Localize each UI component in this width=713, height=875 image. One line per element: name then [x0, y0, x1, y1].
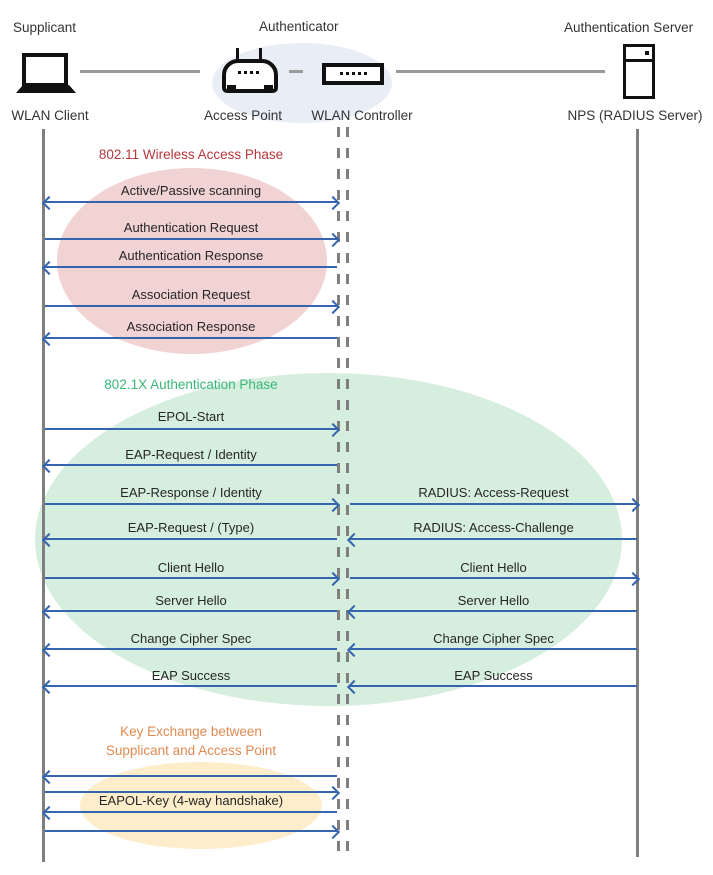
- arrow-left: [45, 648, 337, 650]
- message-label: EAP Success: [454, 668, 533, 683]
- arrow-right: [45, 428, 337, 430]
- arrow-key-exchange-2: [45, 791, 337, 793]
- arrow-right: [45, 577, 337, 579]
- arrow-right: [45, 503, 337, 505]
- message-label: Server Hello: [457, 593, 530, 608]
- led-dot: [364, 72, 367, 75]
- message-label: EAP Success: [151, 668, 231, 683]
- arrow-left: [350, 610, 637, 612]
- arrow-key-exchange-1: [45, 775, 337, 777]
- ap-foot: [264, 85, 273, 91]
- message-label: Server Hello: [155, 593, 227, 608]
- led-dot: [346, 72, 349, 75]
- connector-line: [289, 70, 303, 73]
- role-supplicant: Supplicant: [13, 20, 77, 35]
- access-point-icon: [222, 48, 278, 93]
- message-label: Change Cipher Spec: [130, 631, 252, 646]
- led-dot: [340, 72, 343, 75]
- message-label: Association Request: [131, 287, 251, 302]
- arrow-bidirectional: [45, 201, 337, 203]
- message-label: Association Response: [126, 319, 256, 334]
- message-label: EAP-Request / (Type): [127, 520, 255, 535]
- arrow-right: [350, 503, 637, 505]
- message-label: Authentication Response: [118, 248, 264, 263]
- laptop-screen: [22, 53, 68, 87]
- phase-title-auth: 802.1X Authentication Phase: [104, 377, 278, 392]
- server-dot: [645, 51, 649, 55]
- led-dot: [250, 71, 253, 74]
- phase-title-key-line1: Key Exchange between: [120, 724, 262, 739]
- laptop-base: [16, 85, 76, 93]
- led-dot: [352, 72, 355, 75]
- led-dot: [244, 71, 247, 74]
- arrow-left: [45, 610, 337, 612]
- arrow-left: [45, 685, 337, 687]
- arrow-left: [45, 337, 337, 339]
- connector-line: [80, 70, 200, 73]
- arrow-left: [350, 648, 637, 650]
- message-label: EAP-Request / Identity: [125, 447, 257, 462]
- wireless-phase-ellipse: [57, 168, 327, 354]
- wlan-controller-icon: [322, 63, 384, 85]
- arrow-left: [45, 538, 337, 540]
- ap-foot: [227, 85, 236, 91]
- arrow-right: [45, 305, 337, 307]
- antenna: [259, 48, 262, 63]
- led-dot: [358, 72, 361, 75]
- lifeline-wlan-client: [42, 129, 45, 862]
- server-body: [623, 44, 655, 99]
- arrow-right: [45, 238, 337, 240]
- arrow-left: [45, 266, 337, 268]
- role-authenticator: Authenticator: [259, 19, 339, 34]
- role-authentication-server: Authentication Server: [564, 20, 694, 35]
- message-label: Authentication Request: [123, 220, 259, 235]
- arrow-left: [45, 464, 337, 466]
- message-label: RADIUS: Access-Challenge: [413, 520, 574, 535]
- message-label: Active/Passive scanning: [120, 183, 262, 198]
- phase-title-wireless: 802.11 Wireless Access Phase: [98, 147, 284, 162]
- message-label: Change Cipher Spec: [433, 631, 554, 646]
- laptop-icon: [16, 53, 76, 93]
- node-wlan-client: WLAN Client: [11, 108, 89, 123]
- message-label: EPOL-Start: [157, 409, 225, 424]
- message-label: Client Hello: [460, 560, 527, 575]
- lifeline-nps-server: [636, 129, 639, 857]
- lifeline-wlan-controller-dashed-2: [346, 127, 349, 853]
- connector-line: [396, 70, 605, 73]
- arrow-key-exchange-4: [45, 830, 337, 832]
- node-nps-radius-server: NPS (RADIUS Server): [567, 108, 703, 123]
- arrow-left: [350, 538, 637, 540]
- lifeline-wlan-controller-dashed-1: [337, 127, 340, 853]
- led-dot: [256, 71, 259, 74]
- node-wlan-controller: WLAN Controller: [311, 108, 413, 123]
- server-divider: [626, 59, 652, 62]
- message-label: EAP-Response / Identity: [120, 485, 262, 500]
- message-label: RADIUS: Access-Request: [418, 485, 569, 500]
- arrow-right: [350, 577, 637, 579]
- arrow-left: [45, 811, 337, 813]
- message-label: Client Hello: [157, 560, 225, 575]
- arrow-left: [350, 685, 637, 687]
- antenna: [236, 48, 239, 63]
- server-icon: [623, 44, 655, 99]
- led-dot: [238, 71, 241, 74]
- node-access-point: Access Point: [203, 108, 283, 123]
- phase-title-key-exchange: Key Exchange between Supplicant and Acce…: [45, 722, 337, 760]
- message-label: EAPOL-Key (4-way handshake): [98, 793, 284, 808]
- phase-title-key-line2: Supplicant and Access Point: [105, 743, 277, 758]
